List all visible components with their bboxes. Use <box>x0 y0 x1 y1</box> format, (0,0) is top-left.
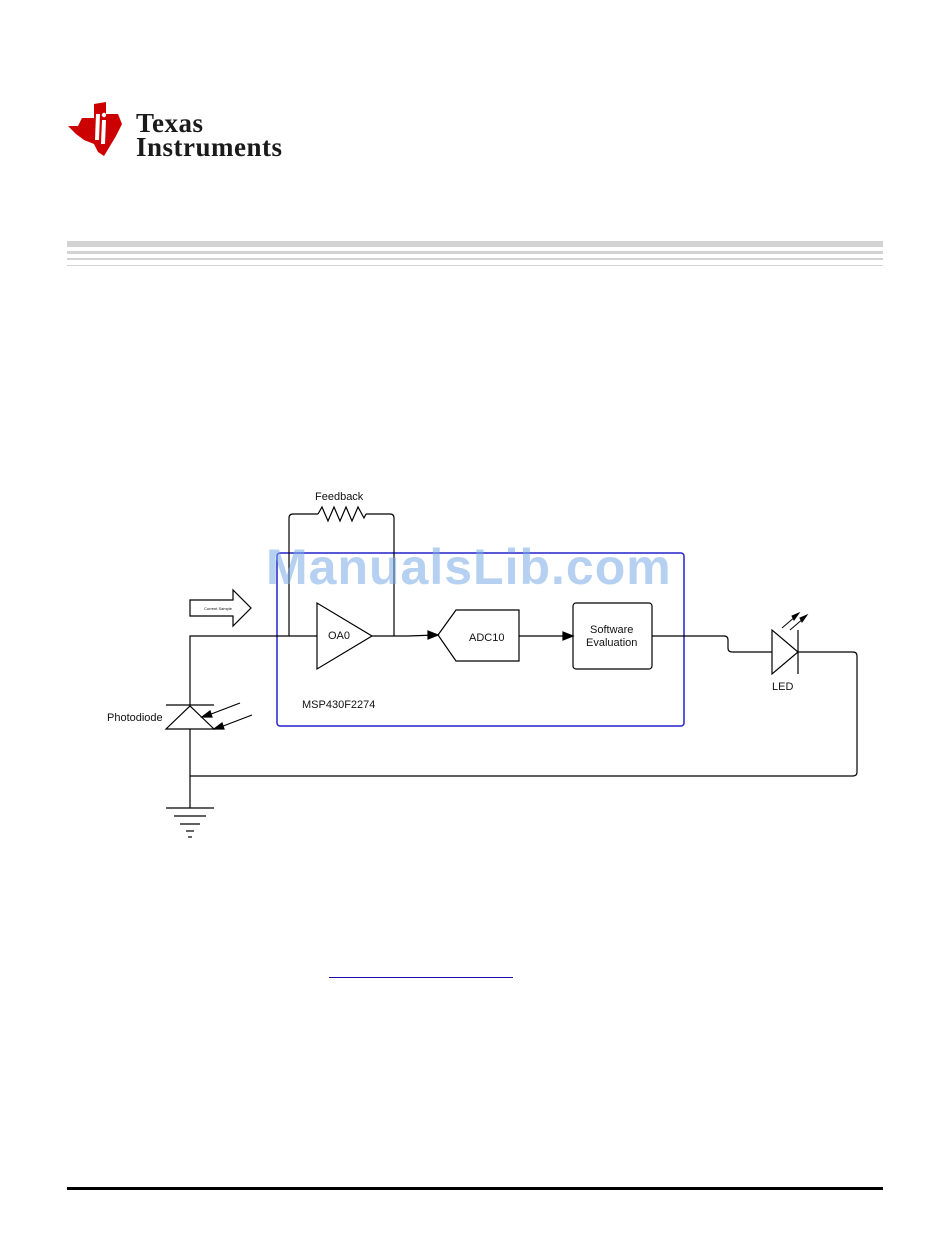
photodiode-label: Photodiode <box>107 712 163 724</box>
adc-label: ADC10 <box>469 632 504 644</box>
opamp-to-adc-wire <box>372 635 436 636</box>
arrowhead-adc <box>428 631 438 639</box>
software-label-line-1: Software <box>590 624 633 636</box>
header-rule-2 <box>67 251 883 254</box>
header-rule-1 <box>67 241 883 247</box>
header-rule-3 <box>67 258 883 260</box>
logo-line-2: Instruments <box>136 132 283 163</box>
software-block <box>573 603 652 669</box>
current-sample-label: Current Sample <box>204 606 233 611</box>
watermark-text: ManualsLib.com <box>266 538 672 596</box>
led-to-return-wire <box>190 652 857 776</box>
footer-rule <box>67 1187 883 1190</box>
ti-logo: Texas Instruments <box>66 100 326 164</box>
header-rule-4 <box>67 265 883 266</box>
feedback-resistor <box>318 507 366 521</box>
arrowhead-software <box>563 632 573 640</box>
ti-logo-icon <box>66 100 126 160</box>
hyperlink-underline[interactable] <box>329 977 513 978</box>
block-diagram: Feedback Current Sample OA0 ADC10 Softwa… <box>0 480 950 860</box>
opamp-label: OA0 <box>328 630 350 642</box>
led-triangle <box>772 630 798 674</box>
software-label-line-2: Evaluation <box>586 637 637 649</box>
mcu-label: MSP430F2274 <box>302 699 375 711</box>
input-wire <box>190 636 317 705</box>
led-emission-arrows <box>782 613 807 630</box>
software-to-led-wire <box>652 636 772 652</box>
led-label: LED <box>772 681 793 693</box>
feedback-label: Feedback <box>315 491 364 503</box>
